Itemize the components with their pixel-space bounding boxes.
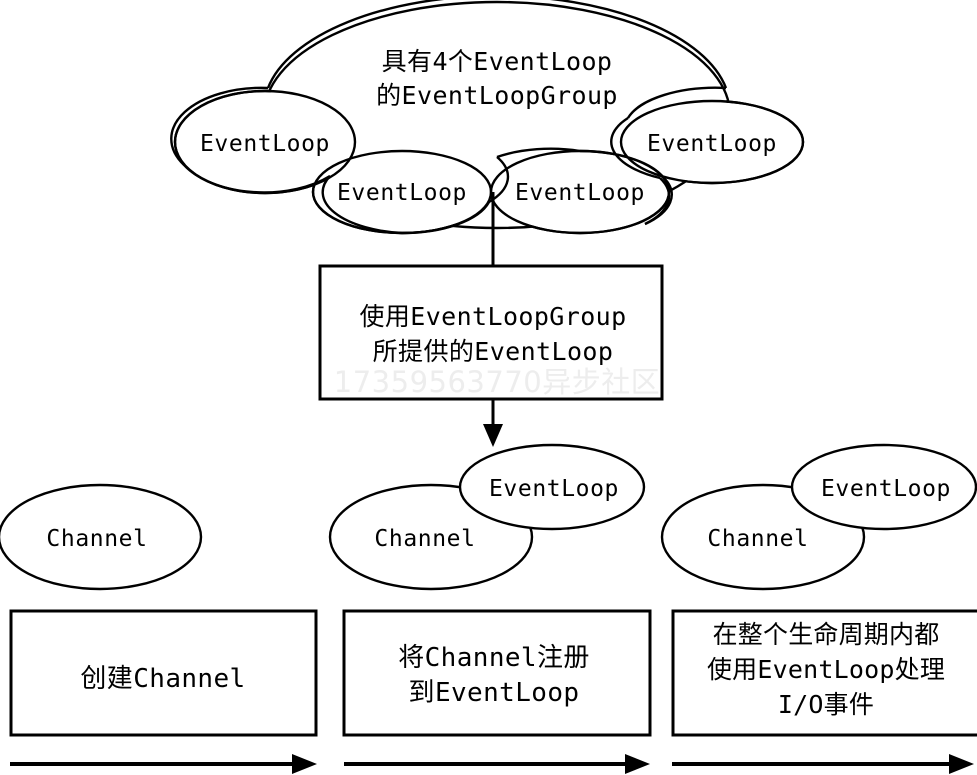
cloud-eventloop-4-label: EventLoop: [647, 131, 777, 157]
stage-box-1-line-1: 创建Channel: [80, 664, 245, 694]
cloud-arc-right: [626, 86, 727, 119]
cloud-arc-right-low: [610, 116, 661, 180]
flow-arrow-2-head: [625, 754, 650, 774]
stage-box-2-line-1: 将Channel注册: [398, 643, 590, 673]
flow-arrow-3: [672, 754, 974, 774]
stage-box-3-line-1: 在整个生命周期内都: [713, 620, 940, 649]
stage-box-1: 创建Channel: [9, 609, 318, 737]
channel-label-2: Channel: [374, 526, 475, 552]
eventloopgroup-cloud: 具有4个EventLoop 的EventLoopGroup EventLoop …: [170, 0, 805, 235]
cloud-caption-line-2: 的EventLoopGroup: [376, 81, 618, 110]
box-to-eventloop-arrow: [483, 399, 503, 447]
eventloop-ellipse-3: [790, 443, 977, 531]
cloud-eventloop-3-label: EventLoop: [515, 180, 645, 206]
cloud-eventloop-2-label: EventLoop: [337, 180, 467, 206]
cloud-arc-top: [266, 0, 728, 89]
ellipse-eventloop-1: [173, 89, 357, 195]
ellipse-eventloop-4: [619, 99, 805, 185]
flow-arrow-1: [10, 754, 317, 774]
channel-label-1: Channel: [46, 526, 147, 552]
entity-group-2: Channel EventLoop: [328, 443, 646, 591]
stage-box-2-line-2: 到EventLoop: [409, 678, 580, 708]
eventloop-label-3: EventLoop: [821, 476, 951, 502]
cloud-arc-lobe3-top: [496, 147, 581, 159]
cloud-eventloop-1-label: EventLoop: [200, 131, 330, 157]
stage-box-3: 在整个生命周期内都 使用EventLoop处理 I/O事件: [671, 609, 977, 737]
stage-box-3-line-2: 使用EventLoop处理: [707, 655, 945, 684]
flow-arrow-1-head: [292, 754, 317, 774]
cloud-overlap-masks: [176, 4, 802, 232]
entity-group-3: Channel EventLoop: [660, 443, 977, 591]
stage-box-2-rect: [342, 609, 652, 737]
stage-box-2: 将Channel注册 到EventLoop: [342, 609, 652, 737]
eventloop-ellipse-2: [458, 443, 646, 531]
stage-box-1-rect: [9, 609, 318, 737]
cloud-eventloop-outlines: [173, 89, 805, 235]
stage-box-3-rect: [671, 609, 977, 737]
cloud-caption-line-1: 具有4个EventLoop: [382, 47, 613, 76]
stage-box-3-line-3: I/O事件: [778, 690, 874, 719]
middle-box-line-1: 使用EventLoopGroup: [359, 302, 626, 331]
eventloop-label-2: EventLoop: [489, 476, 619, 502]
middle-box-line-2: 所提供的EventLoop: [373, 337, 614, 366]
cloud-arc-lobe3-b: [644, 177, 671, 226]
cloud-arc-lobe2-top: [488, 156, 510, 204]
flow-arrow-3-head: [949, 754, 974, 774]
box-to-eventloop-arrowhead: [483, 424, 503, 447]
channel-ellipse-1: [0, 483, 203, 591]
flow-arrow-2: [344, 754, 650, 774]
middle-box-rect: [318, 264, 664, 401]
ellipse-eventloop-3: [489, 149, 671, 235]
watermark-label: 17359563770异步社区: [334, 365, 660, 399]
channel-label-3: Channel: [707, 526, 808, 552]
middle-description-box: 17359563770异步社区 使用EventLoopGroup 所提供的Eve…: [318, 264, 664, 401]
entity-group-1: Channel: [0, 483, 203, 591]
